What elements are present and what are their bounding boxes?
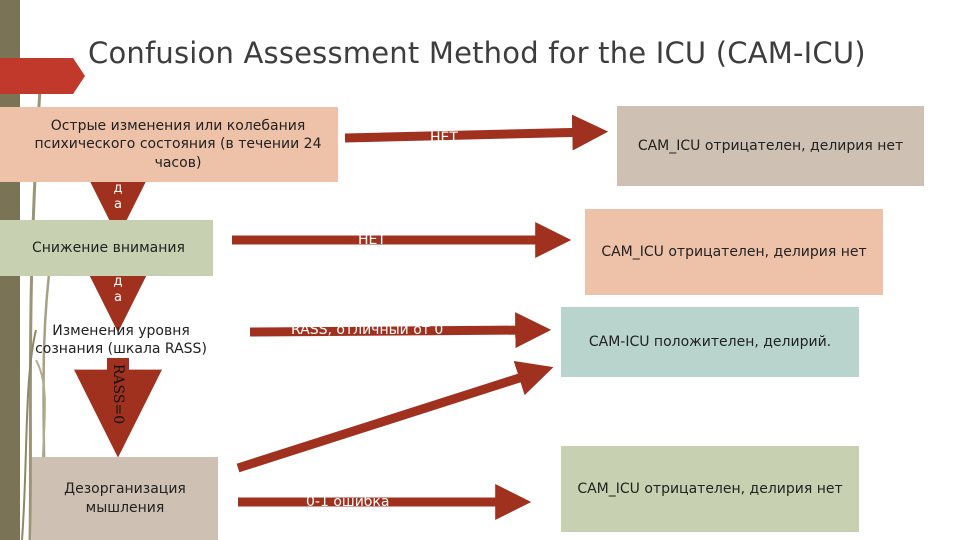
step-disorganized-thinking: Дезорганизация мышления	[32, 457, 218, 540]
outcome-positive: CAM-ICU положителен, делирий.	[561, 307, 859, 377]
outcome-negative-2: CAM_ICU отрицателен, делирия нет	[585, 209, 883, 295]
yes-label-1: д а	[108, 181, 128, 214]
outcome-negative-3-label: CAM_ICU отрицателен, делирия нет	[577, 480, 842, 498]
rass-zero-label: RASS=0	[110, 354, 126, 434]
step-acute-change-label: Острые изменения или колебания психическ…	[24, 117, 332, 172]
errors-negative-label: 0-1 ошибка	[306, 494, 389, 510]
step-consciousness-level-label: Изменения уровня сознания (шкала RASS)	[34, 322, 208, 358]
step-inattention-label: Снижение внимания	[32, 239, 185, 257]
step-inattention: Снижение внимания	[0, 220, 213, 276]
errors-positive-arrow	[238, 372, 538, 468]
rass-abnormal-label: RASS, отличный от 0	[291, 322, 443, 338]
no-label-1: НЕТ	[430, 130, 458, 146]
no-arrow-1	[345, 132, 592, 138]
outcome-negative-1-label: CAM_ICU отрицателен, делирия нет	[638, 137, 903, 155]
outcome-negative-1: CAM_ICU отрицателен, делирия нет	[617, 106, 924, 186]
step-acute-change: Острые изменения или колебания психическ…	[0, 107, 338, 182]
outcome-positive-label: CAM-ICU положителен, делирий.	[589, 333, 831, 351]
yes-label-2: д а	[108, 274, 128, 307]
outcome-negative-3: CAM_ICU отрицателен, делирия нет	[561, 446, 859, 532]
outcome-negative-2-label: CAM_ICU отрицателен, делирия нет	[601, 243, 866, 261]
step-disorganized-thinking-label: Дезорганизация мышления	[38, 480, 212, 516]
no-label-2: НЕТ	[358, 232, 386, 248]
